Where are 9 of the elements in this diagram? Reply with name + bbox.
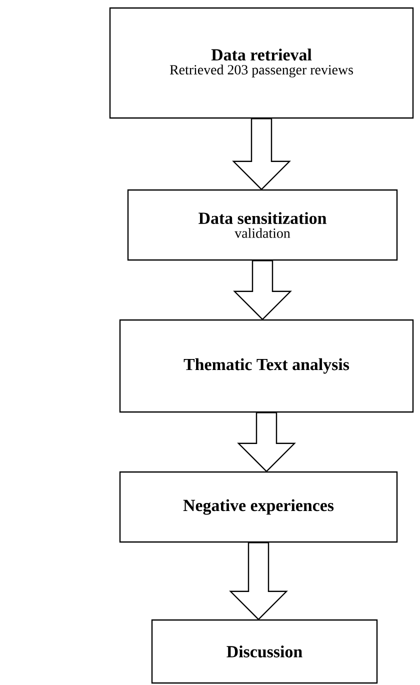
block-arrow	[233, 260, 292, 320]
process-box: Negative experiences	[119, 471, 398, 543]
block-arrow	[229, 542, 288, 620]
process-box: Data retrieval Retrieved 203 passenger reviews	[109, 7, 414, 119]
process-box: Data sensitization validation	[127, 189, 398, 261]
process-box: Discussion	[151, 619, 378, 684]
block-arrow	[232, 118, 291, 190]
process-box: Thematic Text analysis	[119, 319, 414, 413]
block-arrow	[237, 412, 296, 472]
